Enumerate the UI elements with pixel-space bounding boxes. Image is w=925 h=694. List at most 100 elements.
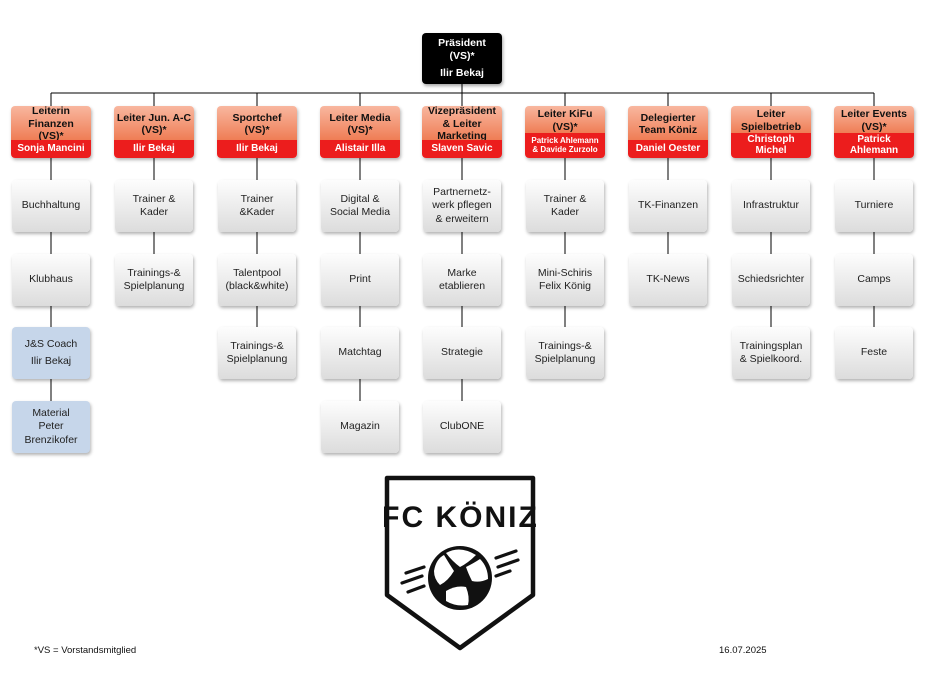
footer-note: *VS = Vorstandsmitglied — [34, 645, 137, 656]
department-head-name: Slaven Savic — [422, 140, 502, 158]
president-name: Ilir Bekaj — [440, 66, 484, 79]
task-box: Digital &Social Media — [321, 180, 399, 232]
task-text: Schiedsrichter — [737, 273, 805, 286]
task-text: Buchhaltung — [21, 199, 81, 212]
department-head-name: Sonja Mancini — [11, 140, 91, 158]
task-text: Trainings-& — [538, 339, 592, 352]
department-role-line: Delegierter — [640, 111, 696, 124]
department-role-line: Finanzen — [28, 117, 74, 130]
department-head-name-line: Slaven Savic — [431, 142, 493, 154]
task-text: Mini-Schiris — [537, 266, 593, 279]
task-text: Spielplanung — [226, 353, 288, 365]
president-vs: (VS)* — [449, 50, 475, 63]
task-box: Buchhaltung — [12, 180, 90, 232]
department-head-name-line: & Davide Zurzolo — [532, 144, 598, 154]
task-text: Kader — [550, 206, 580, 218]
department-role: Sportchef(VS)* — [217, 106, 297, 140]
department-role-line: Leiter Events — [841, 108, 907, 121]
task-box: Trainer&Kader — [218, 180, 296, 232]
task-text: Digital & — [340, 192, 380, 205]
fc-koeniz-logo: FC KÖNIZ — [384, 475, 536, 651]
department-head-name-line: Sonja Mancini — [17, 142, 85, 154]
task-text: Ilir Bekaj — [30, 355, 72, 367]
department-role-line: (VS)* — [861, 120, 887, 133]
president-box: Präsident (VS)* Ilir Bekaj — [422, 33, 502, 84]
task-text: &Kader — [239, 206, 275, 218]
department-role-line: Leiter Jun. A-C — [116, 111, 192, 124]
department-head-name-line: Christoph — [747, 134, 795, 145]
department-role-line: (VS)* — [141, 124, 167, 136]
task-text: J&S Coach — [24, 337, 78, 350]
task-text: Felix König — [539, 280, 591, 292]
president-role: Präsident — [438, 37, 486, 50]
task-text: Trainer & — [132, 192, 176, 205]
task-text: & Spielkoord. — [739, 353, 803, 365]
department-head-name-line: Michel — [755, 144, 787, 156]
department-head-name-line: Patrick Ahlemann — [531, 136, 599, 146]
task-text: Matchtag — [338, 346, 382, 359]
department-role: Leiter Jun. A-C(VS)* — [114, 106, 194, 140]
task-text: Camps — [857, 273, 891, 286]
task-box: TK-Finanzen — [629, 180, 707, 232]
department-role-line: Sportchef — [232, 111, 282, 124]
task-box: Trainings-&Spielplanung — [115, 254, 193, 306]
task-text: Kader — [139, 206, 169, 218]
task-box: Camps — [835, 254, 913, 306]
task-box: Talentpool(black&white) — [218, 254, 296, 306]
task-text: Strategie — [440, 346, 484, 359]
task-box: Trainings-&Spielplanung — [526, 327, 604, 379]
task-text: Partnernetz- — [433, 186, 491, 199]
task-text: Material — [32, 407, 70, 420]
department-role-line: (VS)* — [552, 120, 578, 133]
department-role-line: Leiter — [756, 108, 786, 121]
task-box: Turniere — [835, 180, 913, 232]
department-role-line: Leiterin — [32, 106, 70, 118]
task-box: Trainer &Kader — [115, 180, 193, 232]
task-text: Magazin — [340, 420, 380, 433]
department-head-name-line: Ilir Bekaj — [236, 142, 278, 154]
task-text: Feste — [860, 346, 888, 359]
department-head-name-line: Alistair Illa — [334, 142, 386, 154]
department-role: Leiter Events(VS)* — [834, 106, 914, 133]
department-role-line: Leiter KiFu — [537, 108, 593, 121]
task-text: Trainer — [240, 192, 274, 205]
department-head-name: Ilir Bekaj — [217, 140, 297, 158]
task-box: Strategie — [423, 327, 501, 379]
task-text: Infrastruktur — [742, 199, 800, 212]
task-box: Print — [321, 254, 399, 306]
task-box: Schiedsrichter — [732, 254, 810, 306]
task-text: & erweitern — [435, 212, 489, 225]
footer-date: 16.07.2025 — [719, 645, 767, 656]
task-box: Magazin — [321, 401, 399, 453]
task-text: (black&white) — [225, 280, 289, 292]
task-text: Trainings-& — [127, 266, 181, 279]
department-role-line: (VS)* — [347, 124, 373, 136]
department-head: Leiter Jun. A-C(VS)*Ilir Bekaj — [114, 106, 194, 158]
task-box: Matchtag — [321, 327, 399, 379]
task-text: Print — [349, 273, 371, 286]
task-text: Talentpool — [233, 266, 281, 279]
task-box: TK-News — [629, 254, 707, 306]
task-box: Trainer &Kader — [526, 180, 604, 232]
department-head: Leiter Media(VS)*Alistair Illa — [320, 106, 400, 158]
department-role-line: Marketing — [437, 130, 487, 143]
task-text: werk pflegen — [432, 199, 492, 212]
department-head-name-line: Ahlemann — [849, 144, 899, 156]
department-role: Leiter KiFu(VS)* — [525, 106, 605, 133]
department-head: Sportchef(VS)* Ilir Bekaj — [217, 106, 297, 158]
task-text: Spielplanung — [534, 353, 596, 365]
task-box: Trainingsplan& Spielkoord. — [732, 327, 810, 379]
logo-text: FC KÖNIZ — [384, 501, 536, 534]
task-text: Brenzikofer — [24, 433, 78, 446]
